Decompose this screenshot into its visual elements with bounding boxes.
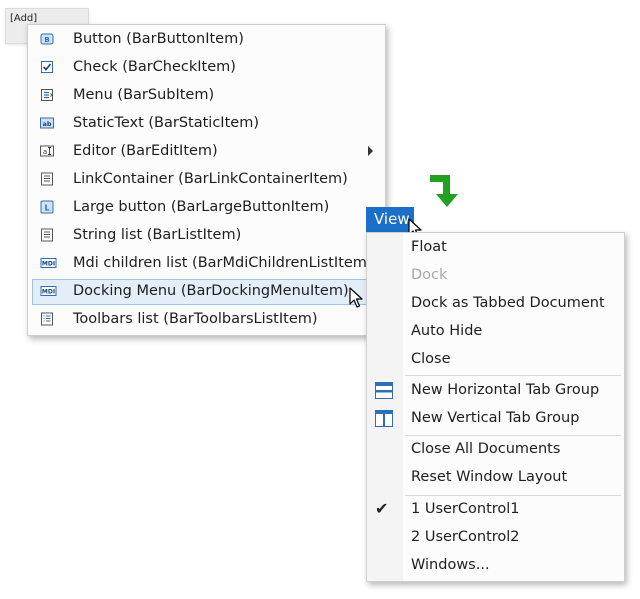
submenu-arrow-icon xyxy=(368,146,373,156)
menu-item-usercontrol2[interactable]: 2 UserControl2 xyxy=(367,525,624,551)
menu-item-submenu[interactable]: Menu (BarSubItem) xyxy=(32,83,380,109)
editor-item-icon: a xyxy=(40,145,54,157)
menu-item-static-text[interactable]: ab StaticText (BarStaticItem) xyxy=(32,111,380,137)
horizontal-tab-group-icon xyxy=(375,382,393,399)
menu-item-label: New Horizontal Tab Group xyxy=(411,382,600,398)
docking-menu-icon: MDI xyxy=(40,286,57,296)
toolbars-list-icon xyxy=(41,312,53,326)
menu-item-label: Toolbars list (BarToolbarsListItem) xyxy=(73,311,318,327)
menu-item-dock: Dock xyxy=(367,263,624,289)
menu-item-windows[interactable]: Windows... xyxy=(367,553,624,579)
menu-item-label: Mdi children list (BarMdiChildrenListIte… xyxy=(73,255,373,271)
menu-item-string-list[interactable]: String list (BarListItem) xyxy=(32,223,380,249)
menu-item-label: Float xyxy=(411,239,447,255)
menu-item-label: Windows... xyxy=(411,557,490,573)
view-menu-header[interactable]: View xyxy=(366,207,414,233)
large-button-icon: L xyxy=(40,200,54,214)
menu-item-auto-hide[interactable]: Auto Hide xyxy=(367,319,624,345)
menu-item-docking-menu[interactable]: MDI Docking Menu (BarDockingMenuItem) xyxy=(32,279,380,305)
menu-separator xyxy=(405,375,621,376)
menu-item-label: StaticText (BarStaticItem) xyxy=(73,115,259,131)
vertical-tab-group-icon xyxy=(375,410,393,427)
svg-text:B: B xyxy=(44,36,49,44)
menu-item-label: Dock as Tabbed Document xyxy=(411,295,605,311)
menu-item-label: 1 UserControl1 xyxy=(411,501,520,517)
button-item-icon: B xyxy=(40,33,54,45)
menu-item-label: Docking Menu (BarDockingMenuItem) xyxy=(73,283,349,299)
menu-item-editor[interactable]: a Editor (BarEditItem) xyxy=(32,139,380,165)
menu-item-new-vertical-tab-group[interactable]: New Vertical Tab Group xyxy=(367,406,624,432)
menu-item-label: Editor (BarEditItem) xyxy=(73,143,218,159)
menu-item-label: Large button (BarLargeButtonItem) xyxy=(73,199,330,215)
svg-text:ab: ab xyxy=(42,120,51,128)
menu-separator xyxy=(405,495,621,496)
svg-text:L: L xyxy=(44,204,49,213)
view-menu-title: View xyxy=(374,210,410,228)
add-item-label: [Add] xyxy=(10,13,38,24)
menu-item-dock-tabbed[interactable]: Dock as Tabbed Document xyxy=(367,291,624,317)
svg-text:MDI: MDI xyxy=(42,289,55,296)
menu-item-label: Auto Hide xyxy=(411,323,483,339)
mouse-cursor-icon xyxy=(349,287,363,308)
menu-item-mdi-children-list[interactable]: MDI Mdi children list (BarMdiChildrenLis… xyxy=(32,251,380,277)
menu-item-label: New Vertical Tab Group xyxy=(411,410,580,426)
menu-item-label: Close All Documents xyxy=(411,441,561,457)
menu-item-label: Check (BarCheckItem) xyxy=(73,59,236,75)
menu-item-label: Close xyxy=(411,351,451,367)
menu-item-reset-window-layout[interactable]: Reset Window Layout xyxy=(367,465,624,491)
menu-item-label: Reset Window Layout xyxy=(411,469,568,485)
svg-text:a: a xyxy=(43,148,47,156)
docking-menu-popup: Float Dock Dock as Tabbed Document Auto … xyxy=(366,232,625,582)
menu-item-label: LinkContainer (BarLinkContainerItem) xyxy=(73,171,348,187)
submenu-item-icon xyxy=(41,89,53,101)
static-text-icon: ab xyxy=(40,117,54,129)
mdi-list-icon: MDI xyxy=(40,258,57,268)
svg-text:MDI: MDI xyxy=(42,261,55,268)
menu-item-label: Button (BarButtonItem) xyxy=(73,31,244,47)
menu-item-large-button[interactable]: L Large button (BarLargeButtonItem) xyxy=(32,195,380,221)
menu-item-close[interactable]: Close xyxy=(367,347,624,373)
menu-item-usercontrol1[interactable]: ✔ 1 UserControl1 xyxy=(367,497,624,523)
menu-item-label: 2 UserControl2 xyxy=(411,529,520,545)
menu-item-new-horizontal-tab-group[interactable]: New Horizontal Tab Group xyxy=(367,378,624,404)
menu-item-float[interactable]: Float xyxy=(367,235,624,261)
green-arrow-icon xyxy=(430,175,458,207)
checkmark-icon: ✔ xyxy=(375,499,389,518)
add-item-menu: B Button (BarButtonItem) Check (BarCheck… xyxy=(27,24,386,336)
menu-separator xyxy=(405,435,621,436)
menu-item-label: String list (BarListItem) xyxy=(73,227,242,243)
menu-item-button[interactable]: B Button (BarButtonItem) xyxy=(32,27,380,53)
menu-item-close-all-documents[interactable]: Close All Documents xyxy=(367,437,624,463)
menu-icon-gutter xyxy=(367,233,403,581)
menu-item-link-container[interactable]: LinkContainer (BarLinkContainerItem) xyxy=(32,167,380,193)
menu-item-check[interactable]: Check (BarCheckItem) xyxy=(32,55,380,81)
menu-item-toolbars-list[interactable]: Toolbars list (BarToolbarsListItem) xyxy=(32,307,380,333)
menu-item-label: Dock xyxy=(411,267,448,283)
link-container-icon xyxy=(41,172,53,186)
check-item-icon xyxy=(41,61,53,73)
menu-item-label: Menu (BarSubItem) xyxy=(73,87,215,103)
string-list-icon xyxy=(41,228,53,242)
